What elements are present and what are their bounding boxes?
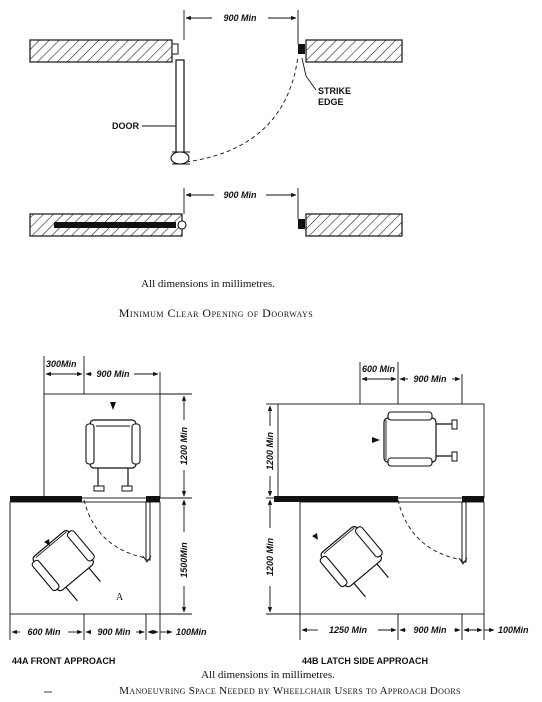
- latch-dim-100: 100Min: [498, 625, 529, 635]
- front-dim-900-top: 900 Min: [96, 369, 130, 379]
- label-strike: STRIKE: [318, 86, 351, 96]
- front-dim-100: 100Min: [176, 627, 207, 637]
- front-wall-left: [10, 496, 82, 502]
- swing-door-plan: 900 Min DOOR STRIKE EDGE: [29, 10, 403, 165]
- bottom-note: All dimensions in millimetres.: [201, 669, 335, 681]
- wheelchair-icon-turning: [31, 530, 101, 602]
- front-door-swing: [83, 499, 147, 559]
- latch-side-approach-plan: 600 Min 900 Min 1200 Min 1200 Min 1250 M…: [265, 362, 529, 640]
- latch-dim-1200-top: 1200 Min: [265, 431, 275, 470]
- wheelchair-icon-side: [383, 411, 458, 467]
- door-swing-arc: [185, 55, 299, 163]
- latch-dim-900-bottom: 900 Min: [413, 625, 447, 635]
- front-caption: 44A FRONT APPROACH: [12, 656, 115, 666]
- latch-wall-right: [462, 496, 484, 502]
- label-door: DOOR: [112, 121, 140, 131]
- strike-stop: [298, 44, 305, 54]
- left-wall: [29, 39, 173, 63]
- front-lower-space: [9, 501, 161, 615]
- front-dim-600: 600 Min: [27, 627, 61, 637]
- right-wall-sliding: [305, 213, 403, 237]
- sliding-door-handle: [177, 220, 187, 230]
- front-upper-space: [43, 393, 161, 499]
- latch-dim-600: 600 Min: [362, 364, 396, 374]
- front-dim-1200: 1200 Min: [179, 426, 189, 465]
- hinge-stop: [171, 43, 179, 55]
- front-approach-plan: A 300Min 900 Min 1200 Min 1500Min 600 Mi…: [9, 356, 207, 640]
- right-wall: [305, 39, 403, 63]
- wheelchair-icon-turning-latch: [319, 526, 389, 598]
- front-dim-900-bottom: 900 Min: [97, 627, 131, 637]
- door-leaf: [175, 59, 185, 163]
- front-wall-right: [146, 496, 160, 502]
- latch-dim-1200-bottom: 1200 Min: [265, 537, 275, 576]
- sliding-door-leaf: [54, 222, 176, 228]
- latch-lower-space: [299, 501, 485, 615]
- latch-wall-left: [274, 496, 398, 502]
- latch-dim-900-top: 900 Min: [413, 374, 447, 384]
- wheelchair-icon: [85, 419, 141, 492]
- latch-caption: 44B LATCH SIDE APPROACH: [302, 656, 428, 666]
- svg-text:A: A: [116, 592, 124, 603]
- dim-sliding-900: 900 Min: [223, 190, 257, 200]
- front-dim-1500: 1500Min: [179, 542, 189, 578]
- bottom-title: Manoeuvring Space Needed by Wheelchair U…: [119, 685, 460, 697]
- sliding-door-plan: 900 Min: [29, 188, 403, 237]
- dim-top-900: 900 Min: [223, 13, 257, 23]
- latch-upper-space: [277, 403, 485, 499]
- latch-dim-1250: 1250 Min: [329, 625, 368, 635]
- front-dim-300: 300Min: [46, 359, 77, 369]
- latch-door-swing: [397, 499, 463, 561]
- top-title: Minimum Clear Opening of Doorways: [119, 306, 313, 320]
- top-note: All dimensions in millimetres.: [141, 278, 275, 290]
- label-edge: EDGE: [318, 97, 344, 107]
